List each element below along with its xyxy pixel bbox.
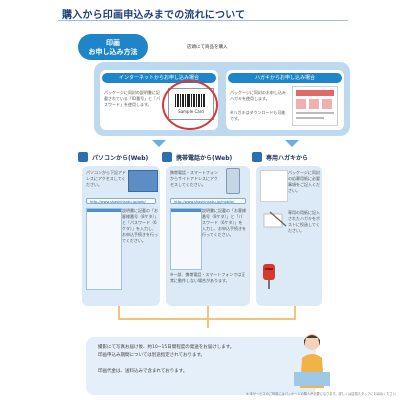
mobile-note: ※一部、携帯電話・スマートフォンでは正常に動作しない場合があります。 <box>170 272 246 283</box>
pc-icon <box>78 152 88 162</box>
highlight-circle <box>162 80 218 130</box>
pc-title: パソコンから(Web) <box>92 155 149 162</box>
internet-text: パッケージに同封の説明書に記載されている「ID番号」と「パスワード」を使用します… <box>104 90 161 107</box>
method-badge-line2: お申し込み方法 <box>88 48 138 56</box>
bottom-box <box>86 337 316 395</box>
postcard-column-icon <box>252 152 262 162</box>
mobile-title: 携帯電話から(Web) <box>176 155 233 162</box>
phone-image <box>226 168 240 194</box>
bottom-text-1: 撮影にて写真お届け後、約10~15日間程度の発送をお届けします。 <box>98 345 235 350</box>
postcard-column-title: 専用ハガキから <box>266 155 309 162</box>
woman-illustration <box>286 328 338 390</box>
buy-note: 店頭にて商品を購入 <box>187 45 228 50</box>
pc-steps: 説明書に記載の「お客様番号（8ケタ）」と「パスワード（6ケタ）」を入力し、お申込… <box>122 208 158 243</box>
page-title: 購入から印画申込みまでの流れについて <box>62 10 246 21</box>
mobile-icon <box>162 152 172 162</box>
postcard-icon <box>296 90 334 119</box>
arrow-down-icon <box>152 140 166 147</box>
postcard-image <box>292 86 338 126</box>
mobile-screen <box>170 208 202 270</box>
method-badge-line1: 印画 <box>106 39 120 47</box>
pc-screen <box>86 208 122 290</box>
mobile-text: 携帯電話・スマートフォンからサイトアドレスにアクセスしてください。 <box>170 170 218 187</box>
connector-mid <box>207 306 209 328</box>
postcard-header: ハガキからお申し込み場合 <box>228 73 342 83</box>
postcard-column-text: パッケージに同封の応募用紙に必要事項をご記入ください。 <box>288 170 320 193</box>
postcard-text: パッケージに同封のお申し込みハガキを使用します。 <box>230 90 286 101</box>
footnote: ※ 本サービスのご利用にはパッケージの購入が必要になります。詳しくは店頭スタッフ… <box>246 392 396 396</box>
mobile-url: http://www.shashinkaku.jp/mobile/ <box>170 198 246 204</box>
mobile-steps: 説明書に記載の「お客様番号（8ケタ）」と「パスワード（6ケタ）」を入力し、お申込… <box>202 208 246 237</box>
pc-monitor <box>128 170 158 192</box>
bottom-text-2: 印画申込み期間については別途指定されております。 <box>98 353 206 358</box>
arrow-down-icon <box>285 140 299 147</box>
internet-header: インターネットからお申し込み場合 <box>102 73 216 83</box>
bottom-text-3: 印画代金は、送料込みで含まれております。 <box>98 369 188 374</box>
method-badge: 印画 お申し込み方法 <box>78 34 148 60</box>
connector-left <box>118 306 120 318</box>
title-rule <box>58 20 348 21</box>
mailbox-icon <box>262 262 276 290</box>
pen-icon <box>262 210 288 230</box>
pc-url: http://www.shashinkaku.jp/web/ <box>86 198 156 204</box>
postcard-form-image <box>260 170 288 202</box>
connector-right <box>294 306 296 318</box>
postcard-column-steps: 専用の用紙に記入されたハガキをポストに投函してください。 <box>288 210 320 233</box>
postcard-note: ※ハガキはダウンロードも可能です。 <box>230 110 286 121</box>
pc-text: パソコンから下記アドレスにアクセスしてください。 <box>86 170 126 187</box>
